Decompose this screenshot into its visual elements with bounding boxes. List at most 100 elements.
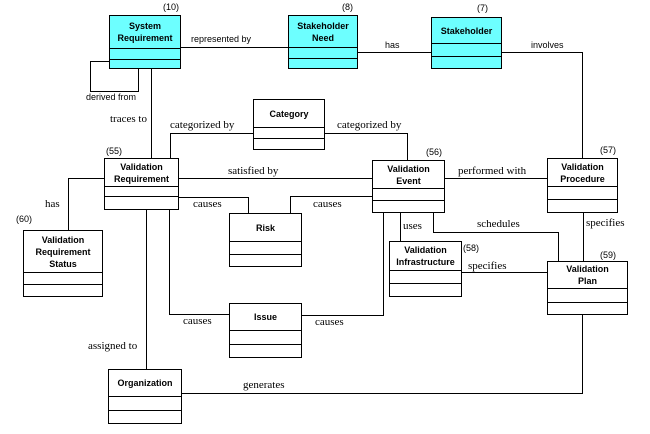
class-compartment-2-system-requirement xyxy=(110,60,180,68)
class-title-line: Requirement xyxy=(113,173,169,184)
class-title-line: Category xyxy=(269,108,309,119)
connector-causes-event-issue xyxy=(302,315,384,316)
class-compartment-2-validation-procedure xyxy=(548,200,617,212)
connector-performed-with xyxy=(445,178,548,179)
class-compartment-1-validation-procedure xyxy=(548,187,617,200)
class-number-validation-procedure: (57) xyxy=(600,145,617,155)
class-compartment-2-validation-plan xyxy=(548,303,627,314)
class-title-line: Requirement xyxy=(35,246,91,257)
class-title-line: Validation xyxy=(561,161,604,172)
class-box-risk: Risk xyxy=(229,213,302,267)
class-title-line: Status xyxy=(49,258,77,269)
class-box-issue: Issue xyxy=(229,303,302,358)
relationship-label-performed-with: performed with xyxy=(458,165,527,177)
relationship-label-categorized-by-event: categorized by xyxy=(337,119,402,131)
class-compartment-1-validation-infrastructure xyxy=(390,271,461,284)
connector-assigned-to xyxy=(146,210,147,370)
relationship-label-causes-requirement-risk: causes xyxy=(193,198,222,210)
connector-derived-from xyxy=(90,61,110,62)
class-title-line: System xyxy=(128,21,162,31)
class-compartment-1-organization xyxy=(109,397,181,411)
class-number-validation-plan: (59) xyxy=(600,250,617,260)
connector-causes-requirement-risk xyxy=(248,197,249,214)
connector-satisfied-by xyxy=(179,178,373,179)
class-title-line: Validation xyxy=(566,264,609,274)
relationship-label-schedules: schedules xyxy=(477,218,520,230)
class-title-risk: Risk xyxy=(230,214,301,242)
class-compartment-1-validation-plan xyxy=(548,289,627,303)
relationship-label-involves: involves xyxy=(531,40,564,50)
connector-represented-by xyxy=(181,47,289,48)
connector-has-stakeholder xyxy=(358,52,432,53)
class-compartment-2-validation-event xyxy=(373,201,444,212)
connector-causes-requirement-issue xyxy=(169,314,230,315)
class-compartment-2-issue xyxy=(230,345,301,357)
class-title-line: Risk xyxy=(255,222,275,233)
class-title-line: Organization xyxy=(117,378,173,388)
connector-has-status xyxy=(68,178,69,231)
class-title-line: Stakeholder xyxy=(297,20,349,31)
class-title-stakeholder: Stakeholder xyxy=(432,18,501,44)
relationship-label-derived-from: derived from xyxy=(86,92,137,102)
connector-uses xyxy=(400,213,401,242)
connector-derived-from xyxy=(138,69,139,92)
connector-categorized-by-requirement xyxy=(170,133,254,134)
connector-derived-from xyxy=(90,91,139,92)
class-title-line: Infrastructure xyxy=(396,257,455,267)
connector-causes-requirement-risk xyxy=(179,197,249,198)
class-title-category: Category xyxy=(254,100,324,128)
class-title-line: Issue xyxy=(253,312,277,322)
relationship-label-specifies-infrastructure-plan: specifies xyxy=(468,260,507,272)
class-title-line: Stakeholder xyxy=(440,25,493,36)
relationship-label-specifies-procedure-plan: specifies xyxy=(586,217,625,229)
connector-involves xyxy=(582,52,583,159)
connector-specifies-procedure-plan xyxy=(583,213,584,262)
class-box-stakeholder: Stakeholder xyxy=(431,17,502,69)
class-title-issue: Issue xyxy=(230,304,301,331)
connector-specifies-infrastructure-plan xyxy=(462,272,548,273)
class-number-validation-requirement-status: (60) xyxy=(16,214,33,224)
relationship-label-uses: uses xyxy=(403,220,422,232)
relationship-label-causes-requirement-issue: causes xyxy=(183,315,212,327)
class-title-organization: Organization xyxy=(109,370,181,397)
class-number-validation-infrastructure: (58) xyxy=(463,243,480,253)
connector-generates xyxy=(582,315,583,394)
class-title-line: Event xyxy=(396,175,421,186)
class-compartment-1-risk xyxy=(230,242,301,255)
connector-causes-event-issue xyxy=(383,213,384,316)
class-compartment-2-category xyxy=(254,139,324,149)
class-box-category: Category xyxy=(253,99,325,150)
class-title-line: Requirement xyxy=(117,33,173,43)
class-compartment-1-stakeholder-need xyxy=(289,48,357,59)
class-compartment-1-validation-event xyxy=(373,189,444,201)
connector-causes-event-risk xyxy=(290,196,291,214)
class-compartment-2-stakeholder xyxy=(432,57,501,68)
class-number-stakeholder: (7) xyxy=(477,3,488,13)
relationship-label-causes-event-risk: causes xyxy=(313,198,342,210)
class-compartment-1-category xyxy=(254,128,324,139)
class-compartment-1-validation-requirement-status xyxy=(24,273,102,285)
relationship-label-satisfied-by: satisfied by xyxy=(228,165,279,177)
class-compartment-2-risk xyxy=(230,255,301,266)
class-compartment-2-stakeholder-need xyxy=(289,59,357,68)
connector-categorized-by-requirement xyxy=(170,133,171,159)
relationship-label-causes-event-issue: causes xyxy=(315,316,344,328)
relationship-label-categorized-by-requirement: categorized by xyxy=(170,119,235,131)
class-title-line: Plan xyxy=(577,276,597,286)
class-number-stakeholder-need: (8) xyxy=(342,2,353,12)
class-compartment-1-validation-requirement xyxy=(105,187,178,197)
connector-categorized-by-event xyxy=(407,133,408,161)
class-title-line: Validation xyxy=(120,161,163,172)
relationship-label-generates: generates xyxy=(243,379,285,391)
